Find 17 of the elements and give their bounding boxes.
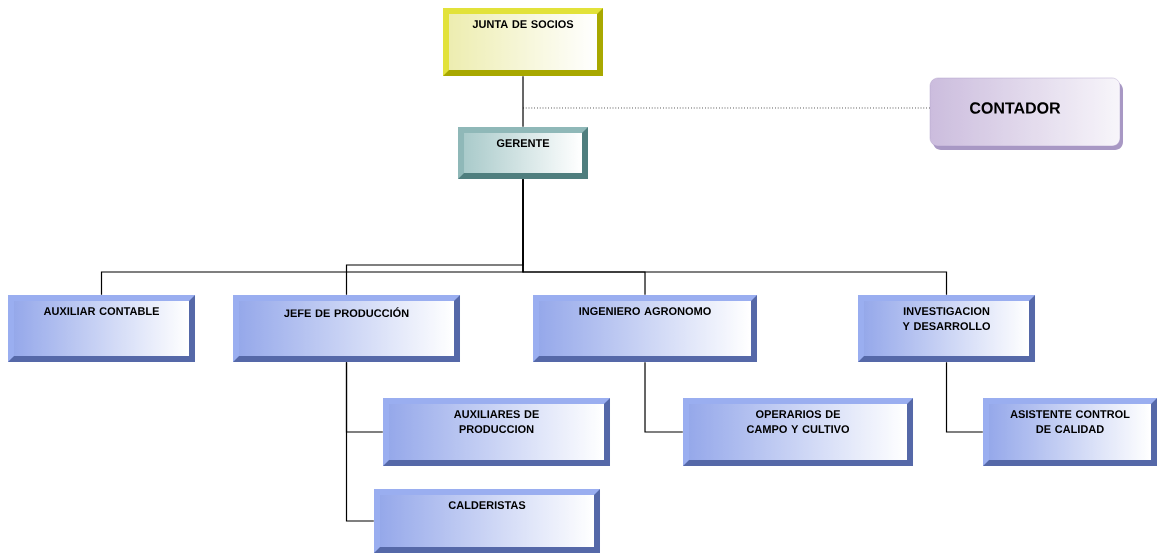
org-box: ASISTENTE CONTROL DE CALIDAD — [983, 398, 1157, 466]
org-box: JEFE DE PRODUCCIÓN — [233, 295, 460, 362]
org-box: OPERARIOS DE CAMPO Y CULTIVO — [683, 398, 913, 466]
org-box: CALDERISTAS — [374, 489, 600, 553]
org-box: AUXILIAR CONTABLE — [8, 295, 195, 362]
org-box: INGENIERO AGRONOMO — [533, 295, 757, 362]
contador-box: CONTADOR — [929, 77, 1123, 150]
connector — [644, 361, 684, 433]
connector — [522, 75, 524, 128]
connector — [945, 361, 984, 433]
connector — [522, 178, 948, 296]
connector — [522, 107, 931, 109]
org-box: AUXILIARES DE PRODUCCION — [383, 398, 610, 466]
org-box: JUNTA DE SOCIOS — [443, 8, 603, 76]
org-box: INVESTIGACION Y DESARROLLO — [858, 295, 1035, 362]
connector — [345, 361, 375, 522]
org-box: GERENTE — [458, 127, 588, 179]
